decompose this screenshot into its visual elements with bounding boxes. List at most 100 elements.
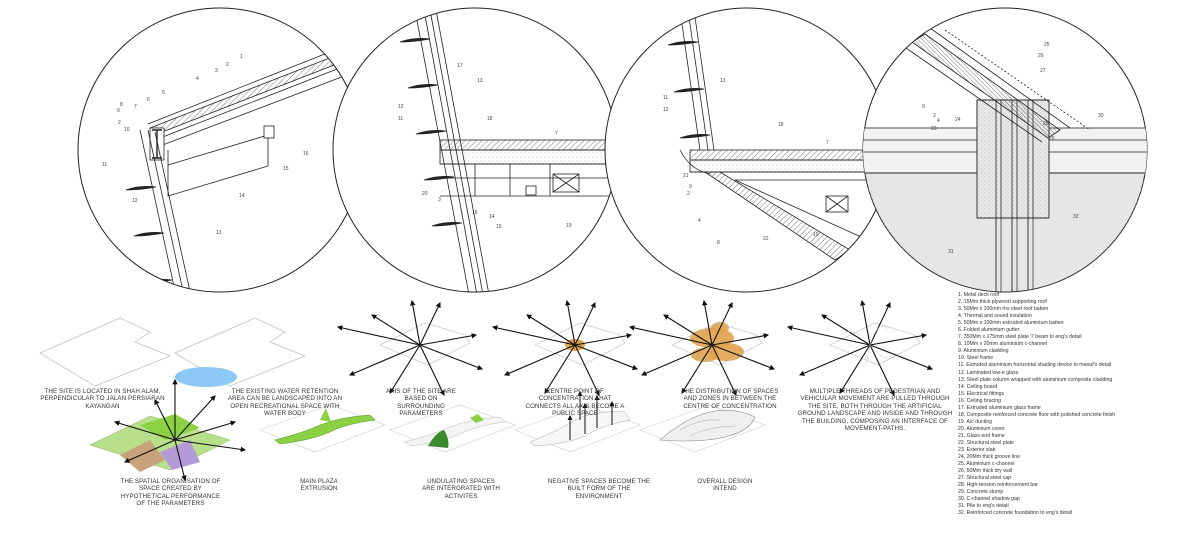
legend-item: 26. 50Mm thick dry wall xyxy=(958,468,1013,475)
axis-arrow xyxy=(419,333,478,346)
axis-arrow xyxy=(371,314,421,346)
axis-arrow xyxy=(711,302,733,346)
axis-arrow xyxy=(869,344,895,396)
diagram-spatial-organisation xyxy=(89,378,247,482)
detail-number: 27 xyxy=(1040,68,1046,74)
legend-item: 24. 20Mm thick groove line xyxy=(958,454,1020,461)
detail-number: 14 xyxy=(489,214,495,220)
axis-arrow xyxy=(798,344,871,376)
axis-arrow xyxy=(860,299,871,346)
detail-number: 11 xyxy=(398,116,404,122)
organisation-arrow xyxy=(174,439,187,482)
axis-arrow xyxy=(410,299,421,346)
legend-item: 9. Aluminium cladding xyxy=(958,348,1009,355)
detail-number: 24 xyxy=(955,117,961,123)
detail-number: 30 xyxy=(1098,113,1104,119)
legend-item: 4. Thermal and sound insulation xyxy=(958,313,1032,320)
detail-number: 6 xyxy=(147,97,150,103)
detail-number: 22 xyxy=(763,236,769,242)
detail-number: 4 xyxy=(698,218,701,224)
movement-thread xyxy=(869,344,901,359)
axis-arrow xyxy=(628,325,713,346)
legend-item: 30. C-channel shadow gap xyxy=(958,496,1020,503)
detail-number: 9 xyxy=(922,104,925,110)
detail-number: 19 xyxy=(813,232,819,238)
axis-arrow xyxy=(574,344,639,370)
detail-number: 13 xyxy=(720,78,726,84)
axis-arrow xyxy=(869,344,934,370)
detail-number: 2 xyxy=(118,120,121,126)
legend-item: 2. 15Mm thick plywood supporting roof xyxy=(958,299,1047,306)
detail-number: 11 xyxy=(663,95,669,101)
organisation-arrow xyxy=(174,439,247,453)
axis-arrow xyxy=(869,333,928,346)
axis-arrow xyxy=(526,314,576,346)
axis-arrow xyxy=(348,344,421,376)
axis-arrow xyxy=(574,302,596,346)
detail-number: 12 xyxy=(398,104,404,110)
detail-number: 11 xyxy=(102,162,108,168)
diagram-undulating xyxy=(389,404,516,453)
detail-number: 21 xyxy=(683,173,689,179)
detail-number: 17 xyxy=(457,63,463,69)
organisation-arrow xyxy=(154,399,176,441)
legend-item: 27. Structural steel cap xyxy=(958,475,1012,482)
caption-undulating: UNDULATING SPACES ARE INTERGRATED WITH A… xyxy=(422,478,500,500)
detail-number: 29 xyxy=(1049,136,1055,142)
detail-number: 12 xyxy=(663,107,669,113)
detail-number: 2 xyxy=(226,62,229,68)
caption-distribution: THE DISTRIBUTION OF SPACES AND ZONES IN … xyxy=(681,388,779,410)
detail-number: 9 xyxy=(689,184,692,190)
detail-number: 14 xyxy=(239,193,245,199)
legend-item: 29. Concrete stump xyxy=(958,489,1004,496)
legend-item: 32. Reinforced concrete foundation to en… xyxy=(958,510,1073,517)
site-outline xyxy=(671,322,763,366)
detail-number: 8 xyxy=(717,240,720,246)
detail-circle-1 xyxy=(77,7,363,293)
movement-thread xyxy=(859,344,871,367)
site-outline xyxy=(534,322,626,366)
detail-number: 16 xyxy=(472,210,478,216)
detail-number: 1 xyxy=(240,54,243,60)
detail-number: 13 xyxy=(216,230,222,236)
detail-number: 26 xyxy=(1038,53,1044,59)
axis-arrow xyxy=(711,344,776,370)
movement-thread xyxy=(839,331,871,346)
legend-item: 13. Steel plate column wrapped with alum… xyxy=(958,376,1113,383)
axis-arrow xyxy=(681,344,713,394)
axis-arrow xyxy=(389,344,421,394)
detail-number: 2 xyxy=(933,113,936,119)
axis-arrow xyxy=(574,333,633,346)
caption-water-retention: THE EXISTING WATER RETENTION AREA CAN BE… xyxy=(227,388,343,418)
legend-item: 7. 350Mm x 175mm steel plate 'I' beam to… xyxy=(958,334,1082,341)
axis-arrow xyxy=(574,344,600,396)
detail-number: 3 xyxy=(215,68,218,74)
axis-arrow xyxy=(419,344,445,396)
axis-arrow xyxy=(711,333,770,346)
axis-arrow xyxy=(565,299,576,346)
axis-arrow xyxy=(663,314,713,346)
caption-site-location: THE SITE IS LOCATED IN SHAH ALAM, PERPEN… xyxy=(40,388,165,410)
detail-number: 19 xyxy=(566,223,572,229)
caption-axis: AXIS OF THE SITE ARE BASED ON SURROUNDIN… xyxy=(386,388,456,418)
axis-arrow xyxy=(640,344,713,376)
legend-item: 10. Steel frame xyxy=(958,355,994,362)
site-outline xyxy=(829,322,921,366)
detail-number: 5 xyxy=(162,90,165,96)
diagram-threads xyxy=(786,299,934,396)
detail-number: 15 xyxy=(283,166,289,172)
legend-item: 21. Glass end frame xyxy=(958,432,1005,439)
legend-item: 11. Extruded aluminium horizontal shadin… xyxy=(958,362,1112,369)
detail-number: 32 xyxy=(1073,214,1079,220)
caption-main-plaza: MAIN PLAZA EXTRUSION xyxy=(300,478,338,493)
detail-number: 4 xyxy=(937,118,940,124)
legend-item: 3. 50Mm x 100mm rhs steel roof batten xyxy=(958,306,1049,313)
legend-item: 15. Electrical fittings xyxy=(958,390,1005,397)
detail-number: 7 xyxy=(826,140,829,146)
detail-number: 12 xyxy=(132,198,138,204)
legend-item: 20. Aluminium cover xyxy=(958,425,1005,432)
caption-overall: OVERALL DESIGN INTEND xyxy=(697,478,753,493)
axis-arrow xyxy=(839,344,871,394)
